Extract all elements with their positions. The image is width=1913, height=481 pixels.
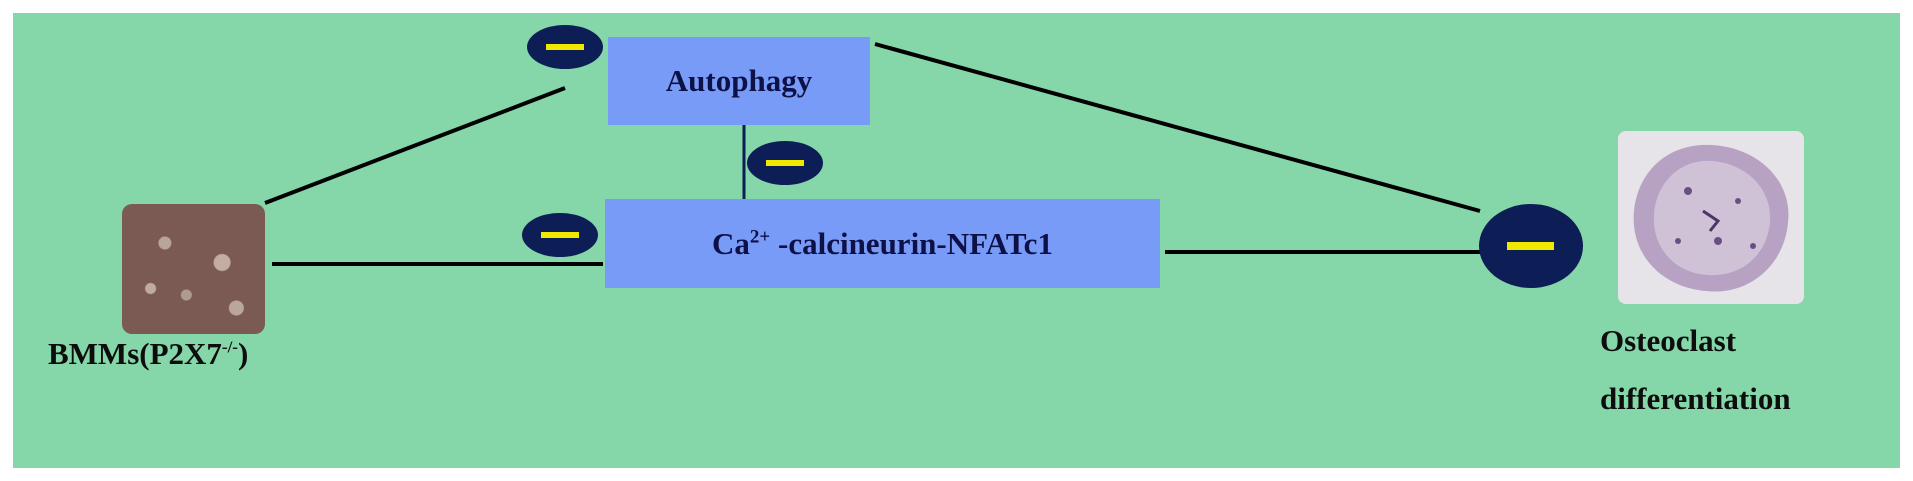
autophagy-to-osteoclast-line xyxy=(874,42,1481,213)
bmm-to-autophagy-line xyxy=(264,86,566,205)
osteoclast-label: Osteoclast differentiation xyxy=(1600,312,1791,428)
autophagy-label: Autophagy xyxy=(665,63,813,98)
osteoclast-micrograph xyxy=(1618,131,1804,304)
calcineurin-label: Ca2+ -calcineurin-NFATc1 xyxy=(712,226,1053,262)
calcineurin-nfatc1-box: Ca2+ -calcineurin-NFATc1 xyxy=(605,199,1160,288)
inhibitor-autophagy xyxy=(527,25,603,69)
inhibitor-osteoclast xyxy=(1479,204,1583,288)
calcineurin-text: -calcineurin-NFATc1 xyxy=(770,225,1053,261)
bmm-close: ) xyxy=(237,336,249,371)
bmm-label: BMMs(P2X7-/-) xyxy=(48,336,248,372)
inhibitor-calcineurin xyxy=(522,213,598,257)
bmm-genotype: -/- xyxy=(221,337,238,357)
calcium-text: Ca xyxy=(712,225,750,261)
osteoclast-line-2: differentiation xyxy=(1600,381,1791,416)
autophagy-box: Autophagy xyxy=(608,37,870,125)
bmm-micrograph xyxy=(122,204,265,334)
calcium-charge: 2+ xyxy=(749,226,771,248)
inhibitor-vertical xyxy=(747,141,823,185)
osteoclast-line-1: Osteoclast xyxy=(1600,323,1737,358)
bmm-text: BMMs(P2X7 xyxy=(48,336,222,371)
